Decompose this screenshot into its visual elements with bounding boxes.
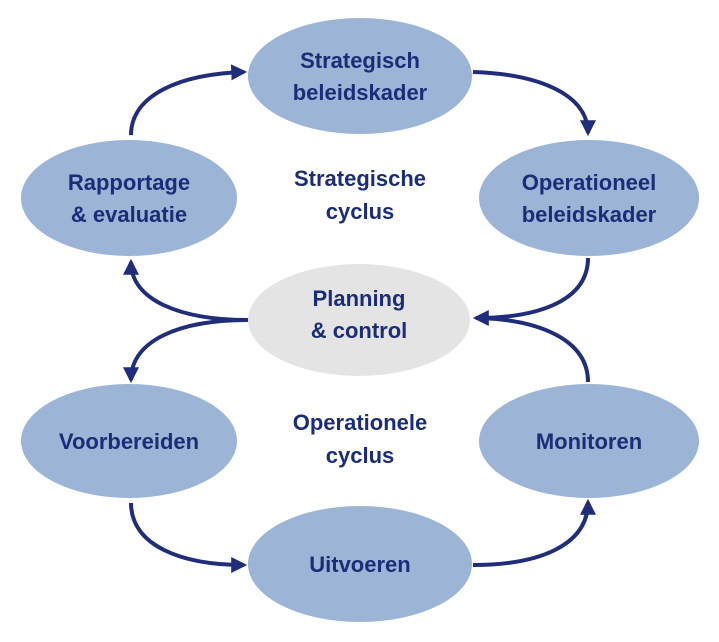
svg-text:Monitoren: Monitoren: [536, 429, 642, 454]
svg-text:Uitvoeren: Uitvoeren: [309, 552, 410, 577]
node-monitoren: Monitoren: [479, 384, 699, 498]
node-voorbereiden: Voorbereiden: [21, 384, 237, 498]
arrow-strategisch-to-operationeel: [472, 70, 596, 137]
svg-text:Rapportage& evaluatie: Rapportage& evaluatie: [68, 170, 190, 227]
arrow-operationeel-to-planning: [472, 257, 590, 326]
svg-text:Voorbereiden: Voorbereiden: [59, 429, 199, 454]
arrow-planning-to-voorbereiden: [123, 318, 249, 384]
svg-text:Planning& control: Planning& control: [311, 286, 408, 343]
arrow-planning-to-rapportage: [123, 258, 249, 322]
arrow-monitoren-to-planning: [479, 316, 590, 383]
node-uitvoeren: Uitvoeren: [248, 506, 472, 622]
arrow-uitvoeren-to-monitoren: [472, 498, 596, 567]
node-planning-control: Planning& control: [248, 264, 470, 376]
arrow-rapportage-to-strategisch: [129, 64, 248, 136]
arrow-voorbereiden-to-uitvoeren: [129, 502, 248, 573]
node-rapportage-evaluatie: Rapportage& evaluatie: [21, 140, 237, 256]
